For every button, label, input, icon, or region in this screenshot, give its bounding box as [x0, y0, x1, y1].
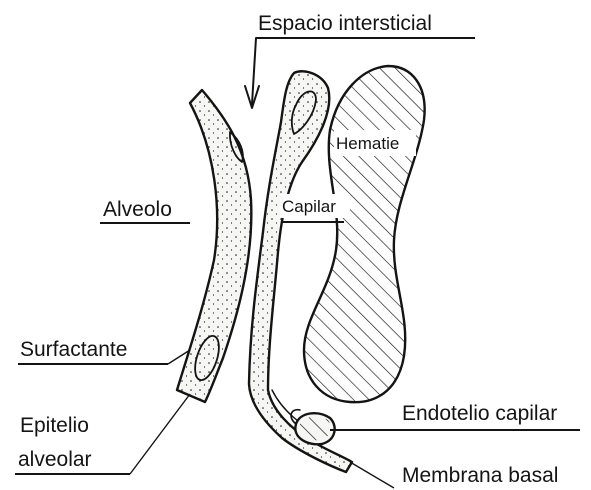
- membrana-basal-label-group: Membrana basal: [350, 462, 558, 488]
- endotelio-capilar-label-group: Endotelio capilar: [330, 402, 580, 430]
- surfactante-label: Surfactante: [20, 338, 127, 361]
- capilar-label: Capilar: [282, 197, 336, 216]
- epithelium-texture: [177, 90, 251, 402]
- endotelio-capilar-label: Endotelio capilar: [402, 402, 557, 425]
- alveolar-epithelium-wall: [177, 90, 251, 402]
- hematie-label: Hematie: [336, 134, 399, 153]
- epitelio-label-line2: alveolar: [18, 448, 92, 471]
- alveolo-label: Alveolo: [103, 198, 172, 221]
- membrana-basal-label: Membrana basal: [402, 464, 558, 487]
- alveolo-label-group: Alveolo: [100, 198, 190, 223]
- interstitial-space-label: Espacio intersticial: [258, 12, 432, 35]
- epitelio-label-line1: Epitelio: [20, 414, 89, 437]
- epitelio-leader: [130, 394, 190, 474]
- capilar-label-group: Capilar: [280, 194, 350, 222]
- surfactante-label-group: Surfactante: [18, 338, 190, 364]
- membrana-basal-leader: [350, 462, 394, 488]
- epitelio-alveolar-label-group: Epitelio alveolar: [15, 394, 190, 474]
